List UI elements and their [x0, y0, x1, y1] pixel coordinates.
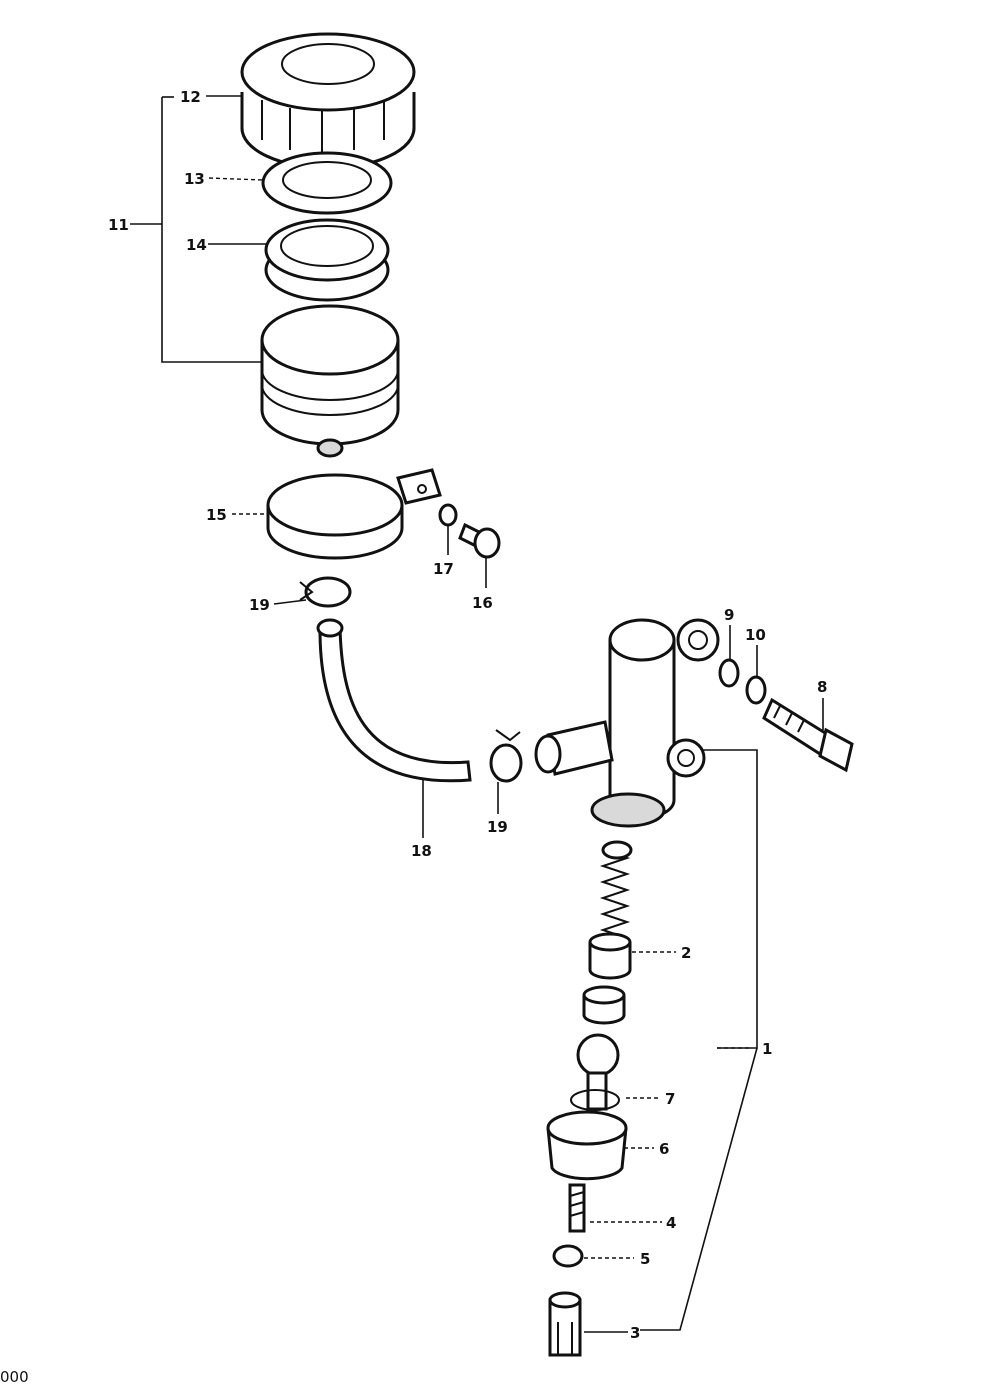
callout-16: 16 — [472, 594, 493, 612]
screw — [458, 522, 501, 559]
push-rod-ball — [576, 1033, 620, 1111]
push-rod — [568, 1183, 586, 1233]
reservoir-hose — [318, 626, 472, 783]
reservoir-cap — [240, 32, 416, 170]
callout-12: 12 — [180, 88, 201, 106]
diaphragm-plate — [261, 151, 393, 215]
callout-17: 17 — [433, 560, 454, 578]
callout-2: 2 — [681, 944, 691, 962]
washer-10 — [745, 675, 767, 705]
mounting-bolt — [762, 697, 854, 773]
callout-19-lower: 19 — [487, 818, 508, 836]
piston — [582, 985, 626, 1025]
callout-13: 13 — [184, 170, 205, 188]
diaphragm — [264, 218, 390, 302]
callout-8: 8 — [817, 678, 827, 696]
callout-1: 1 — [762, 1040, 772, 1058]
callout-7: 7 — [665, 1090, 675, 1108]
callout-3: 3 — [630, 1324, 640, 1342]
callout-9: 9 — [724, 606, 734, 624]
callout-4: 4 — [666, 1214, 676, 1232]
callout-11: 11 — [108, 216, 129, 234]
nut — [552, 1244, 584, 1268]
clevis — [548, 1291, 582, 1357]
reservoir-band — [266, 468, 442, 560]
primary-cup — [588, 932, 632, 980]
reservoir-body — [260, 304, 400, 458]
callout-14: 14 — [186, 236, 207, 254]
callout-15: 15 — [206, 506, 227, 524]
washer — [438, 503, 458, 527]
washer-9 — [718, 658, 740, 688]
callout-18: 18 — [411, 842, 432, 860]
callout-6: 6 — [659, 1140, 669, 1158]
circlip — [570, 1089, 620, 1111]
boot — [546, 1110, 628, 1181]
callout-5: 5 — [640, 1250, 650, 1268]
spring — [599, 840, 633, 939]
corner-code: 000 — [0, 1368, 29, 1386]
hose-clip-upper — [299, 576, 352, 608]
callout-10: 10 — [745, 626, 766, 644]
hose-clip-lower — [489, 729, 523, 783]
callout-19-upper: 19 — [249, 596, 270, 614]
master-cylinder-body — [534, 618, 720, 828]
